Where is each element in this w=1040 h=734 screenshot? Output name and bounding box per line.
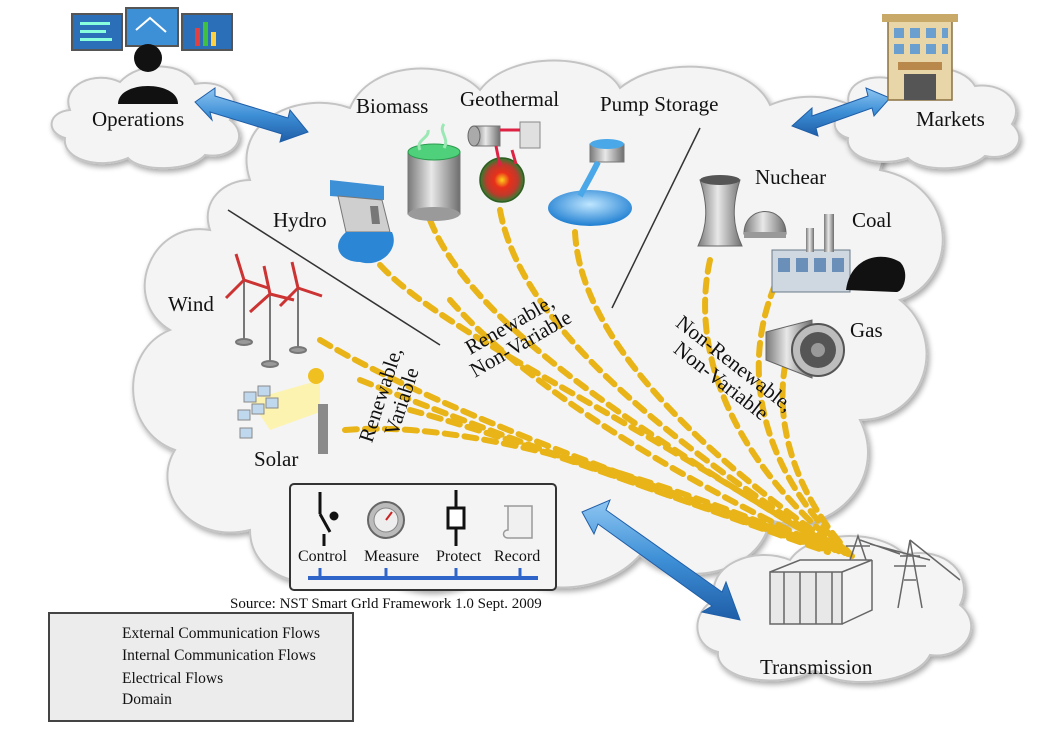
- wind-turbines-icon: [224, 253, 323, 368]
- control-label: Control: [298, 548, 347, 565]
- hydro-label: Hydro: [273, 208, 327, 232]
- transmission-label: Transmission: [760, 655, 873, 679]
- gas-turbine-icon: [765, 319, 845, 379]
- measure-label: Measure: [364, 548, 420, 565]
- protect-label: Protect: [436, 548, 482, 565]
- flow-extra2: [407, 407, 831, 555]
- legend-domain-row: Domain: [56, 690, 352, 710]
- flow-pumpstorage: [572, 229, 848, 556]
- control-switch-icon: [318, 492, 339, 546]
- pump-storage-label: Pump Storage: [600, 92, 719, 116]
- nuclear-icon: [697, 175, 787, 247]
- divider-right: [611, 127, 701, 309]
- legend-external-row: External Communication Flows: [56, 624, 352, 644]
- flow-biomass: [427, 217, 838, 553]
- flow-extra1: [447, 297, 835, 554]
- market-building-icon: [882, 14, 958, 101]
- markets-label: Markets: [916, 107, 985, 131]
- external-flow-operations: [194, 87, 309, 143]
- nuclear-label: Nuchear: [755, 165, 827, 189]
- flow-coal: [755, 282, 853, 558]
- flow-gas: [779, 342, 855, 559]
- legend: External Communication Flows Internal Co…: [48, 612, 354, 722]
- source-note: Source: NST Smart Grld Framework 1.0 Sep…: [230, 596, 542, 612]
- internal-bus: [308, 568, 538, 580]
- record-label: Record: [494, 548, 541, 565]
- geothermal-icon: [467, 121, 541, 203]
- electrical-flows: [317, 207, 855, 559]
- legend-internal-label: Internal Communication Flows: [122, 647, 316, 664]
- wind-label: Wind: [168, 292, 214, 316]
- divider-left: [227, 209, 441, 346]
- transmission-icon: [769, 533, 961, 625]
- legend-internal-row: Internal Communication Flows: [56, 646, 352, 666]
- geothermal-label: Geothermal: [460, 87, 560, 111]
- legend-domain-label: Domain: [122, 691, 172, 708]
- biomass-label: Biomass: [356, 94, 429, 118]
- measure-gauge-icon: [367, 501, 405, 539]
- flow-hydro: [377, 262, 833, 551]
- external-flow-transmission: [581, 499, 741, 621]
- legend-electrical-row: Electrical Flows: [56, 669, 352, 689]
- coal-label: Coal: [852, 208, 892, 232]
- hydro-icon: [330, 180, 394, 264]
- flow-geothermal: [497, 207, 843, 555]
- legend-electrical-label: Electrical Flows: [122, 670, 224, 687]
- legend-external-label: External Communication Flows: [122, 625, 321, 642]
- operations-icon: [71, 7, 233, 104]
- coal-icon: [771, 214, 906, 293]
- solar-icon: [237, 368, 328, 454]
- control-panel-box: [289, 483, 557, 591]
- biomass-icon: [407, 123, 461, 221]
- flow-solar: [342, 425, 829, 552]
- flow-nuclear: [702, 257, 851, 557]
- record-scroll-icon: [502, 505, 533, 539]
- pump-storage-icon: [548, 139, 632, 226]
- gas-label: Gas: [850, 318, 883, 342]
- protect-breaker-icon: [446, 490, 466, 546]
- solar-label: Solar: [254, 447, 299, 471]
- operations-domain-cloud: [50, 65, 241, 170]
- operations-label: Operations: [92, 107, 185, 131]
